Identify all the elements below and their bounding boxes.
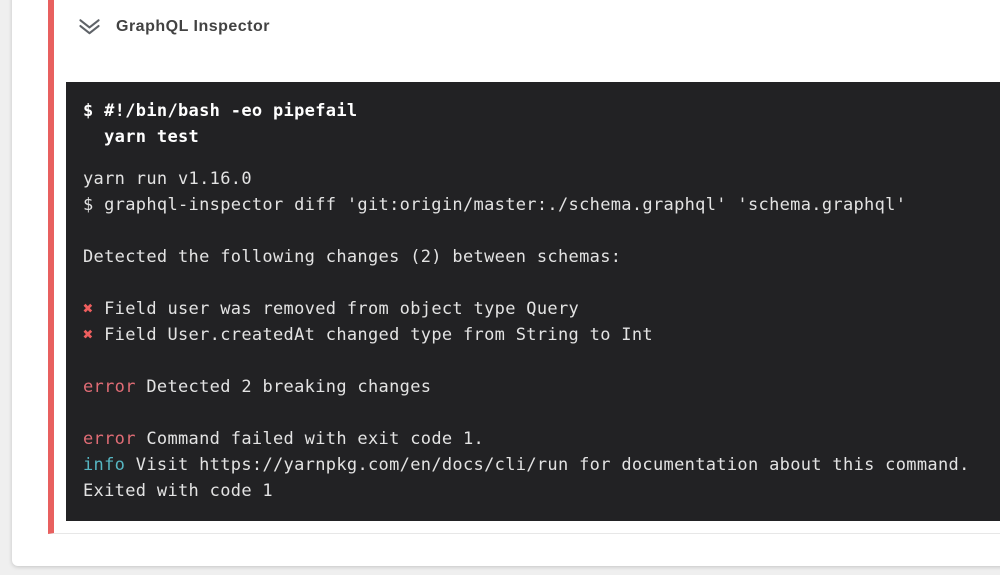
- terminal-line: [83, 348, 992, 374]
- terminal-line: error Command failed with exit code 1.: [83, 429, 485, 449]
- step-header[interactable]: GraphQL Inspector: [54, 0, 1000, 37]
- terminal-command-block: $ #!/bin/bash -eo pipefail yarn test: [83, 98, 992, 150]
- double-chevron-down-icon[interactable]: [76, 16, 103, 37]
- terminal-line: info Visit https://yarnpkg.com/en/docs/c…: [83, 455, 970, 475]
- terminal-line: [83, 270, 992, 296]
- terminal-line: yarn test: [83, 127, 200, 147]
- terminal-line: [83, 400, 992, 426]
- terminal-line: $ #!/bin/bash -eo pipefail: [83, 101, 358, 121]
- terminal-line: ✖ Field user was removed from object typ…: [83, 299, 580, 319]
- terminal-line: $ graphql-inspector diff 'git:origin/mas…: [83, 195, 907, 215]
- terminal-line: error Detected 2 breaking changes: [83, 377, 432, 397]
- terminal-line: Detected the following changes (2) betwe…: [83, 247, 622, 267]
- terminal-line: Exited with code 1: [83, 481, 273, 501]
- terminal-line: ✖ Field User.createdAt changed type from…: [83, 325, 653, 345]
- terminal-output-block: yarn run v1.16.0 $ graphql-inspector diff…: [83, 166, 992, 504]
- step-title: GraphQL Inspector: [116, 17, 271, 35]
- terminal-output: $ #!/bin/bash -eo pipefail yarn test yar…: [66, 82, 1000, 521]
- step-section-graphql-inspector: GraphQL Inspector: [48, 0, 1000, 534]
- terminal-line: [83, 218, 992, 244]
- terminal-line: yarn run v1.16.0: [83, 169, 252, 189]
